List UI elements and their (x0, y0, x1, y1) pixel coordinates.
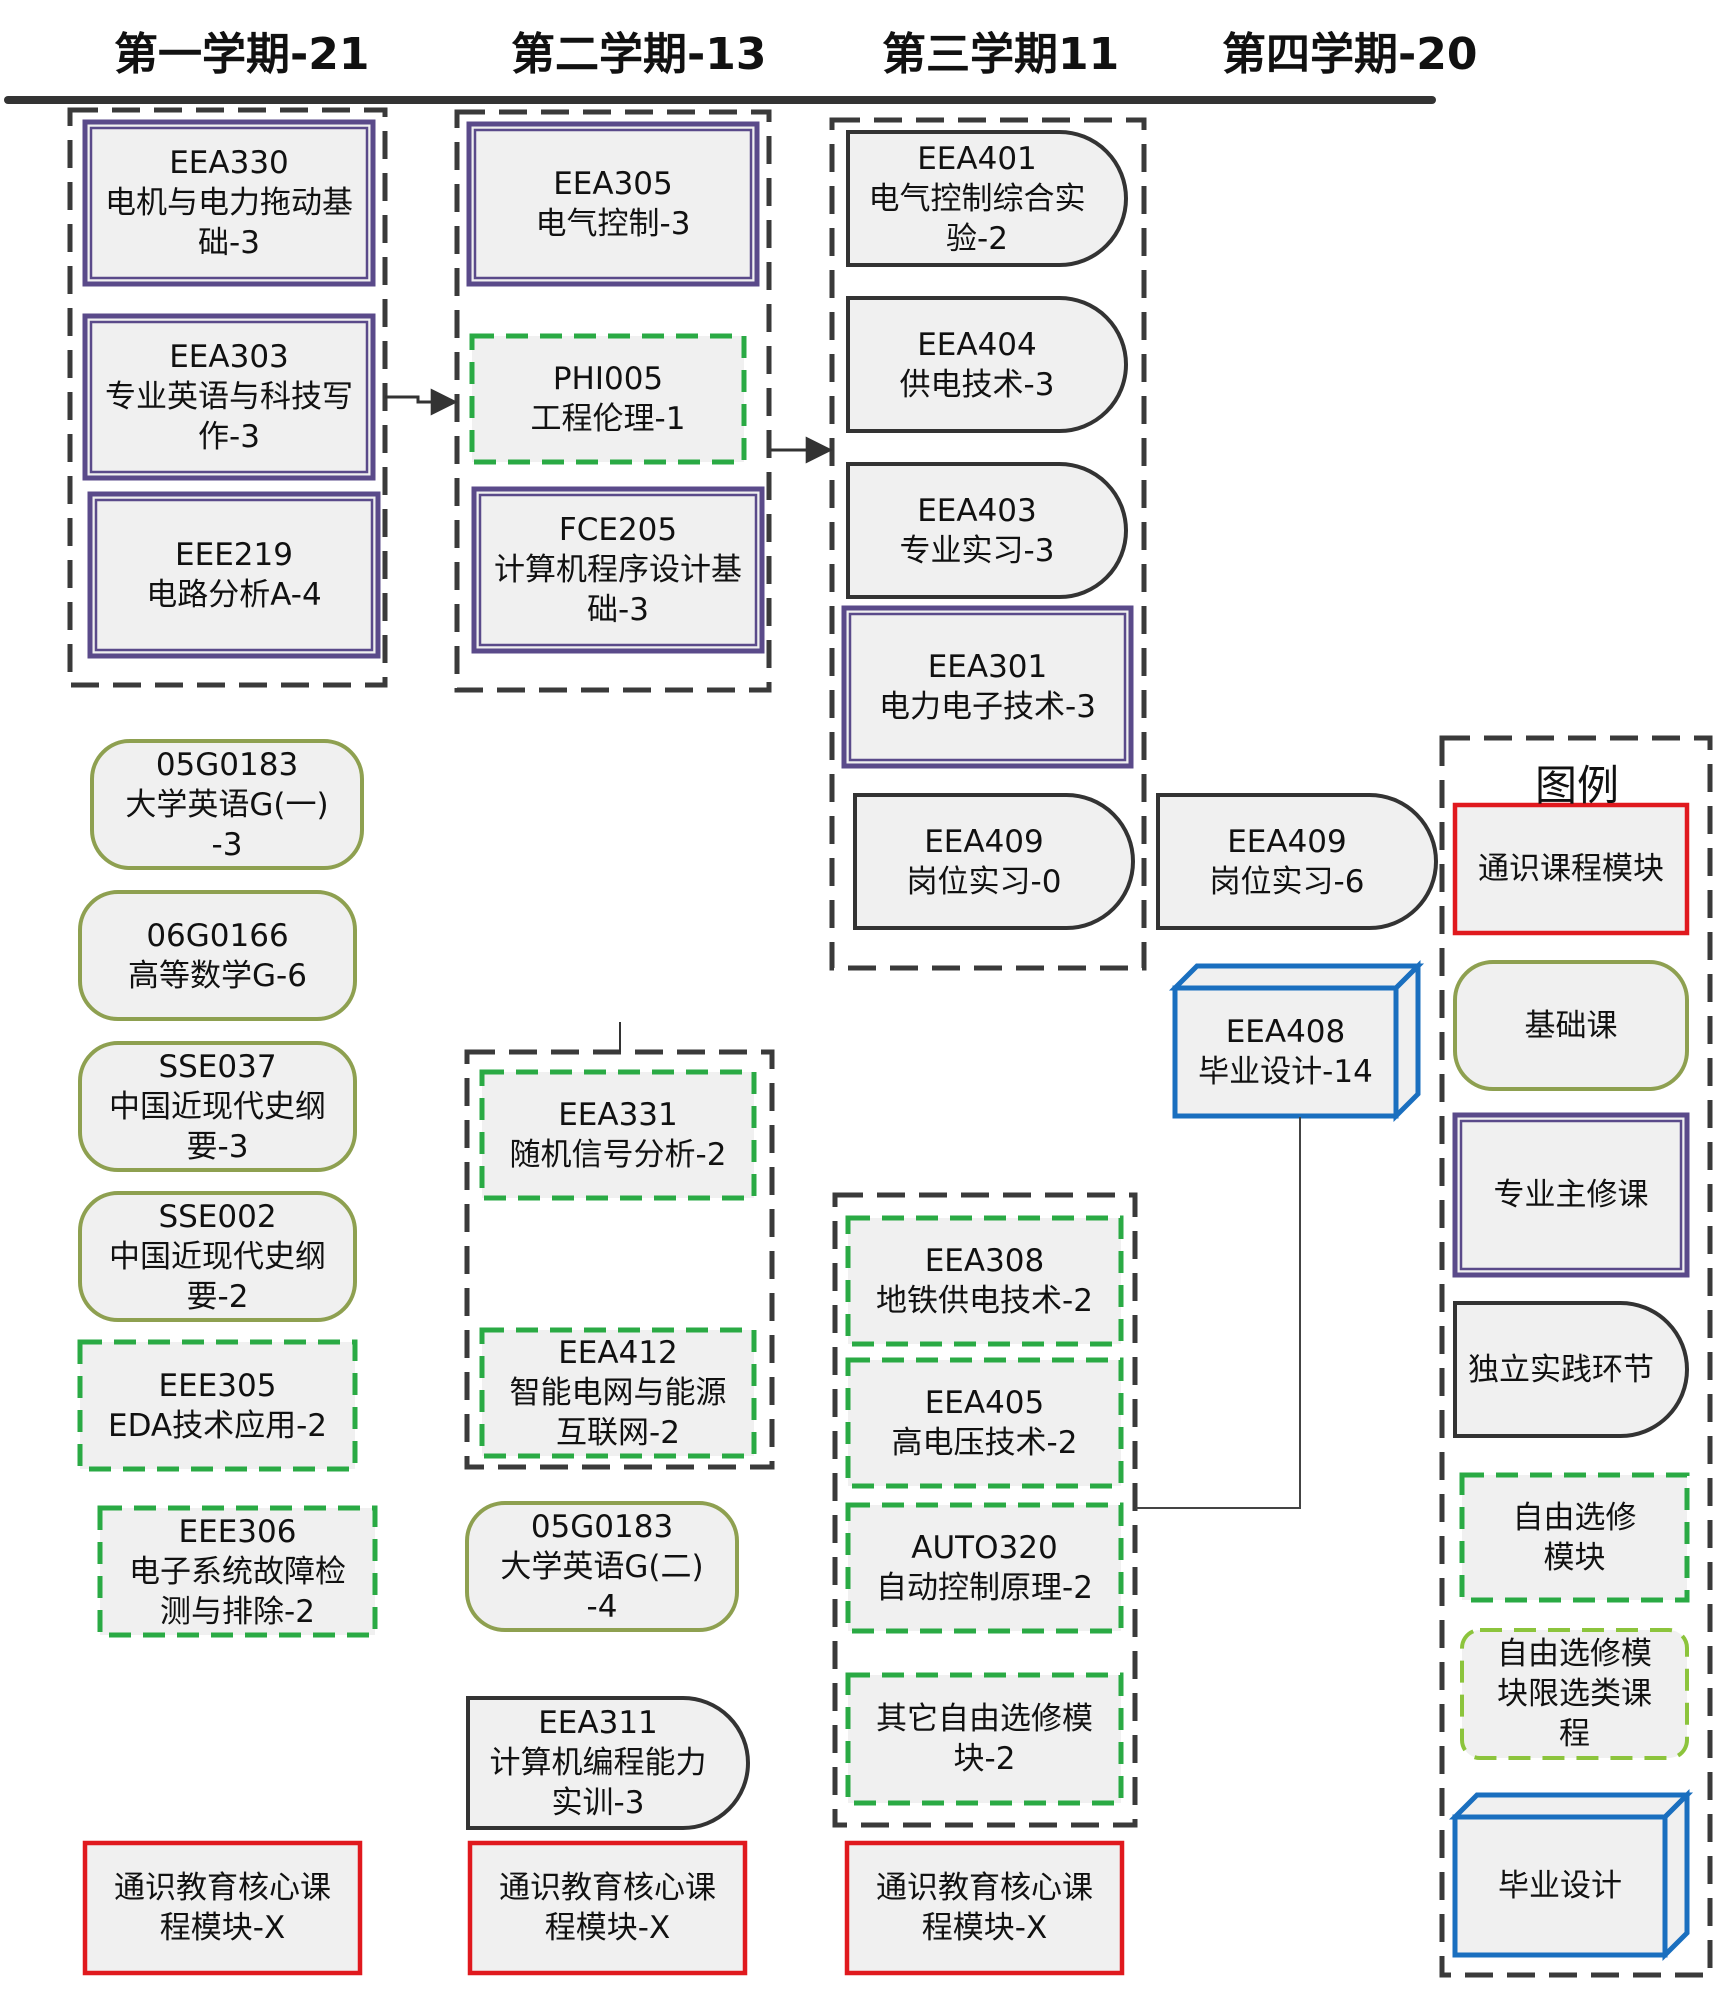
arrow-sem1-to-sem2 (385, 388, 458, 416)
course-c13-shape (471, 486, 765, 654)
course-box-c9: EEE306 电子系统故障检 测与排除-2 (129, 1513, 346, 1630)
course-c11-shape (466, 121, 760, 287)
course-c5-shape (78, 890, 357, 1021)
legend-label-3: 专业主修课 (1493, 1177, 1649, 1213)
legend-item-4-shape (1453, 1301, 1689, 1438)
course-c8-shape (77, 1339, 358, 1472)
course-c14-shape (479, 1069, 757, 1201)
course-c21-shape (846, 462, 1128, 599)
semester-2-header: 第二学期-13 (511, 29, 767, 80)
course-box-c23: EEA409 岗位实习-0 (906, 823, 1062, 900)
legend-item-3-shape (1452, 1112, 1690, 1278)
course-c1-shape (82, 119, 376, 287)
course-box-c12: PHI005 工程伦理-1 (530, 361, 686, 437)
course-c19-shape (846, 130, 1128, 267)
course-box-c29: EEA409 岗位实习-6 (1209, 823, 1365, 900)
group-frame-6 (1439, 735, 1713, 1978)
course-box-c21: EEA403 专业实习-3 (899, 492, 1055, 569)
course-c4-shape (90, 739, 364, 870)
course-c20-shape (846, 296, 1128, 433)
course-c18-shape (467, 1840, 748, 1976)
course-box-c6: SSE037 中国近现代史纲 要-3 (109, 1048, 326, 1165)
connector-thesis (1136, 1117, 1301, 1509)
course-box-c1: EEA330 电机与电力拖动基 础-3 (105, 145, 353, 261)
course-c22-shape (841, 605, 1134, 769)
course-c30-shape (1168, 959, 1425, 1123)
course-c24-shape (845, 1215, 1124, 1347)
course-c15-shape (479, 1327, 757, 1459)
course-c9-shape (97, 1505, 378, 1638)
course-c10-shape (82, 1840, 363, 1976)
course-c7-shape (78, 1191, 357, 1322)
legend-label-2: 基础课 (1524, 1007, 1618, 1044)
course-box-c7: SSE002 中国近现代史纲 要-2 (109, 1198, 326, 1315)
legend-item-2-shape (1453, 960, 1689, 1091)
course-c29-shape (1156, 793, 1438, 930)
course-c2-shape (82, 313, 376, 481)
course-c6-shape (78, 1041, 357, 1172)
course-box-c18: 通识教育核心课 程模块-X (499, 1870, 716, 1946)
legend-label-5: 自由选修 模块 (1512, 1499, 1637, 1576)
course-c17-shape (466, 1696, 750, 1830)
course-box-c14: EEA331 随机信号分析-2 (509, 1097, 727, 1173)
course-c26-shape (845, 1502, 1124, 1634)
course-box-c22: EEA301 电力电子技术-3 (879, 649, 1096, 725)
course-box-c10: 通识教育核心课 程模块-X (114, 1870, 331, 1946)
course-c12-shape (469, 333, 747, 465)
legend-item-1-shape (1452, 802, 1690, 936)
course-c25-shape (845, 1357, 1124, 1489)
course-box-c19: EEA401 电气控制综合实 验-2 (868, 140, 1086, 257)
course-box-c13: FCE205 计算机程序设计基 础-3 (494, 512, 742, 628)
course-box-c16: 05G0183 大学英语G(二) -4 (500, 1508, 704, 1625)
course-box-c17: EEA311 计算机编程能力 实训-3 (489, 1705, 707, 1821)
legend-title: 图例 (1535, 761, 1620, 810)
legend-label-4: 独立实践环节 (1468, 1351, 1654, 1388)
legend-item-7-shape (1448, 1788, 1694, 1962)
course-box-c8: EEE305 EDA技术应用-2 (107, 1367, 328, 1444)
legend-item-5-shape (1459, 1472, 1690, 1603)
group-frame-4 (832, 1192, 1138, 1828)
legend-label-7: 毕业设计 (1498, 1868, 1622, 1904)
group-frame-3 (829, 117, 1147, 971)
legend-label-1: 通识课程模块 (1478, 851, 1664, 887)
course-box-c3: EEE219 电路分析A-4 (146, 537, 322, 613)
course-box-c24: EEA308 地铁供电技术-2 (876, 1243, 1093, 1319)
course-box-c26: AUTO320 自动控制原理-2 (876, 1530, 1093, 1606)
course-box-c4: 05G0183 大学英语G(一) -3 (125, 746, 329, 863)
course-c23-shape (853, 793, 1135, 930)
semester-1-header: 第一学期-21 (114, 29, 370, 80)
course-box-c27: 其它自由选修模 块-2 (876, 1701, 1093, 1777)
course-c27-shape (845, 1672, 1124, 1806)
course-box-c15: EEA412 智能电网与能源 互联网-2 (509, 1335, 727, 1451)
course-c3-shape (87, 491, 381, 659)
course-box-c25: EEA405 高电压技术-2 (891, 1385, 1078, 1461)
semester-3-header: 第三学期11 (882, 29, 1120, 80)
course-box-c30: EEA408 毕业设计-14 (1198, 1014, 1373, 1090)
course-box-c28: 通识教育核心课 程模块-X (876, 1870, 1093, 1946)
course-box-c11: EEA305 电气控制-3 (535, 166, 691, 242)
semester-4-header: 第四学期-20 (1222, 29, 1478, 80)
course-box-c20: EEA404 供电技术-3 (899, 326, 1055, 403)
course-box-c2: EEA303 专业英语与科技写 作-3 (105, 339, 353, 455)
course-box-c5: 06G0166 高等数学G-6 (128, 917, 307, 994)
course-c16-shape (465, 1501, 739, 1632)
course-c28-shape (844, 1840, 1125, 1976)
legend-label-6: 自由选修模 块限选类课 程 (1497, 1636, 1652, 1752)
legend-item-6-shape (1460, 1628, 1689, 1760)
